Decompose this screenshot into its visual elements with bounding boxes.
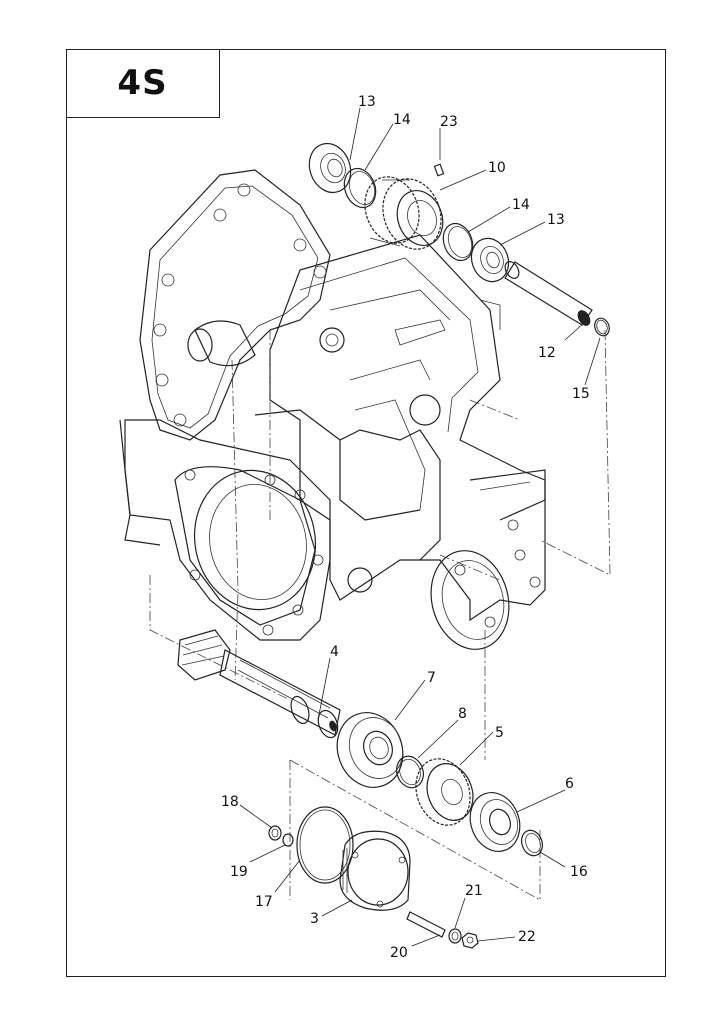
callout-21: 21 [465, 883, 483, 899]
bearing-7 [336, 712, 404, 788]
callout-4: 4 [330, 644, 339, 660]
callout-14-upper-left: 14 [393, 112, 411, 128]
bevel-pinion-shaft-4 [177, 629, 341, 739]
upper-bearing-13-left [308, 142, 352, 194]
callout-3: 3 [310, 911, 319, 927]
callout-13-upper-left: 13 [358, 94, 376, 110]
callout-20: 20 [390, 945, 408, 961]
bearing-6 [469, 792, 521, 852]
callout-7: 7 [427, 670, 436, 686]
stud-20 [406, 911, 446, 938]
callout-labels: 13 14 23 10 14 13 12 15 4 7 8 5 6 18 19 … [221, 94, 590, 961]
cover-3 [339, 830, 411, 911]
o-ring-17 [296, 806, 354, 884]
ring-8 [396, 755, 424, 789]
callout-15: 15 [572, 386, 590, 402]
callout-8: 8 [458, 706, 467, 722]
title-box: 4S [66, 49, 220, 118]
callout-12: 12 [538, 345, 556, 361]
callout-22: 22 [518, 929, 536, 945]
upper-snap-ring-14-right [442, 222, 474, 262]
assembly-centerlines [149, 329, 611, 901]
cluster-gear-10 [364, 176, 444, 250]
leader-lines [239, 107, 601, 947]
callout-13-upper-right: 13 [547, 212, 565, 228]
callout-19: 19 [230, 864, 248, 880]
washer-21 [448, 928, 462, 944]
washer-18 [268, 825, 282, 841]
upper-snap-ring-14-left [343, 167, 377, 209]
upper-bearing-13-right [470, 237, 510, 283]
callout-10: 10 [488, 160, 506, 176]
callout-23: 23 [440, 114, 458, 130]
nut-22 [461, 932, 479, 949]
callout-5: 5 [495, 725, 504, 741]
o-ring-19 [282, 833, 294, 847]
callout-14-upper-right: 14 [512, 197, 530, 213]
callout-6: 6 [565, 776, 574, 792]
snap-ring-16 [521, 829, 543, 857]
diagram-title: 4S [117, 63, 168, 103]
callout-16: 16 [570, 864, 588, 880]
circlip-15 [594, 317, 610, 337]
shaft-12 [504, 261, 593, 326]
callout-18: 18 [221, 794, 239, 810]
gear-5 [415, 758, 474, 826]
callout-17: 17 [255, 894, 273, 910]
transmission-housing [119, 169, 546, 650]
pin-23 [433, 163, 445, 177]
drawing-frame [66, 49, 666, 977]
